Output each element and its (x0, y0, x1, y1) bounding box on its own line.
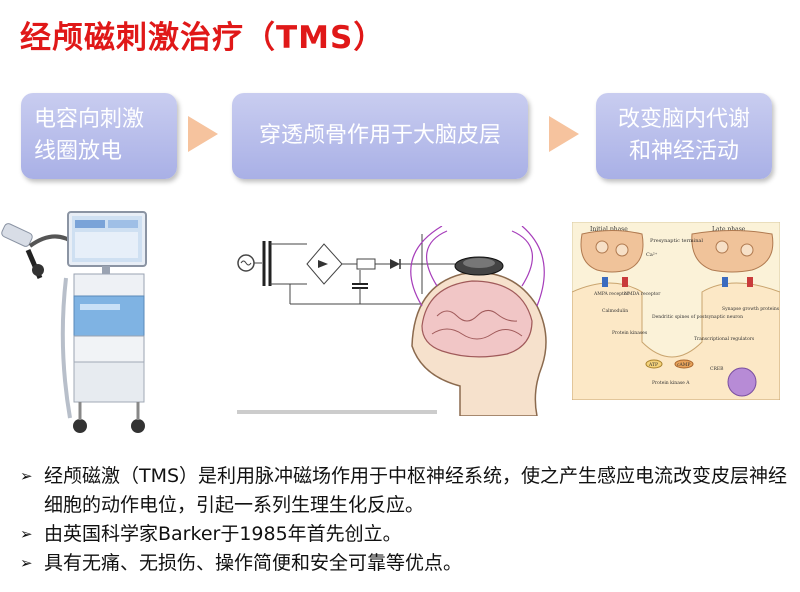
flow-step-1: 电容向刺激 线圈放电 (21, 93, 177, 179)
flow-arrow-icon (188, 116, 218, 152)
circuit-diagram-icon (237, 226, 547, 416)
svg-text:Protein kinase A: Protein kinase A (652, 380, 690, 386)
flow-step-3-line1: 改变脑内代谢 (617, 107, 750, 132)
svg-text:ATP: ATP (648, 362, 658, 368)
flow-step-2: 穿透颅骨作用于大脑皮层 (232, 93, 528, 179)
list-item: ➢ 经颅磁激（TMS）是利用脉冲磁场作用于中枢神经系统，使之产生感应电流改变皮层… (20, 462, 790, 520)
svg-text:AMPA receptor: AMPA receptor (593, 291, 630, 297)
svg-text:Initial phase: Initial phase (590, 226, 628, 233)
flow-step-1-line2: 线圈放电 (34, 139, 123, 164)
svg-text:Calmodulin: Calmodulin (602, 308, 628, 314)
arrow-bullet-icon: ➢ (20, 467, 33, 485)
arrow-bullet-icon: ➢ (20, 554, 33, 572)
flow-step-1-line1: 电容向刺激 (34, 107, 145, 132)
bullet-list: ➢ 经颅磁激（TMS）是利用脉冲磁场作用于中枢神经系统，使之产生感应电流改变皮层… (20, 462, 790, 578)
svg-text:Synapse growth proteins: Synapse growth proteins (722, 306, 780, 312)
bullet-text: 具有无痛、无损伤、操作简便和安全可靠等优点。 (44, 552, 463, 574)
synapse-diagram-icon: Initial phase Late phase Presynaptic ter… (572, 222, 780, 400)
svg-text:Protein kinases: Protein kinases (612, 330, 648, 336)
svg-text:cAMP: cAMP (677, 362, 690, 368)
flow-step-3: 改变脑内代谢 和神经活动 (596, 93, 772, 179)
page-title: 经颅磁刺激治疗（TMS） (20, 20, 386, 56)
arrow-bullet-icon: ➢ (20, 525, 33, 543)
flow-step-2-label: 穿透颅骨作用于大脑皮层 (258, 123, 501, 148)
flow-arrow-icon (549, 116, 579, 152)
svg-text:CREB: CREB (710, 366, 724, 372)
tms-device-icon (1, 211, 147, 433)
svg-text:Dendritic spines of postsynapt: Dendritic spines of postsynaptic neuron (652, 314, 743, 320)
bullet-text: 由英国科学家Barker于1985年首先创立。 (44, 523, 402, 545)
list-item: ➢ 由英国科学家Barker于1985年首先创立。 (20, 520, 790, 549)
svg-text:Presynaptic terminal: Presynaptic terminal (650, 238, 703, 244)
svg-text:NMDA receptor: NMDA receptor (624, 291, 661, 297)
svg-text:Ca²⁺: Ca²⁺ (646, 252, 658, 258)
bullet-text: 经颅磁激（TMS）是利用脉冲磁场作用于中枢神经系统，使之产生感应电流改变皮层神经… (44, 465, 788, 516)
svg-text:Transcriptional regulators: Transcriptional regulators (694, 336, 755, 342)
list-item: ➢ 具有无痛、无损伤、操作简便和安全可靠等优点。 (20, 549, 790, 578)
svg-text:Late phase: Late phase (712, 226, 746, 233)
flow-step-3-line2: 和神经活动 (628, 139, 739, 164)
